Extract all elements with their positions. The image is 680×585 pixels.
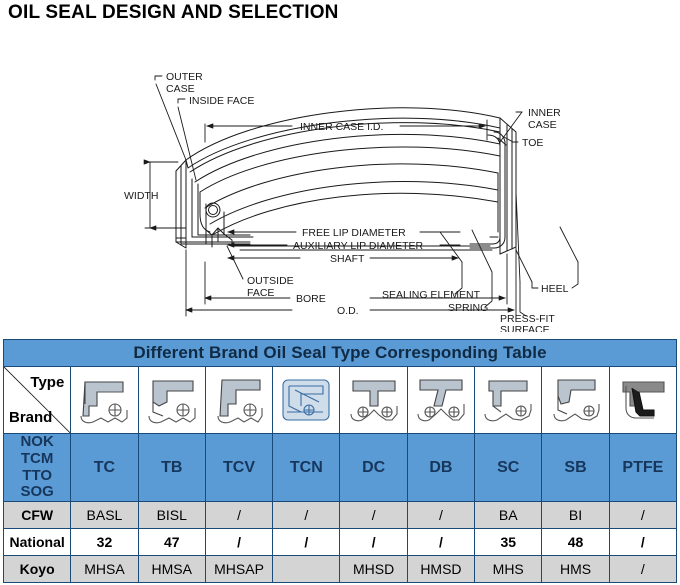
label-width: WIDTH bbox=[124, 190, 158, 202]
brand-header-cell: NOK TCM TTO SOG bbox=[2, 432, 72, 503]
table-row-cfw: CFW BASL BISL / / / / BA BI / bbox=[2, 501, 678, 530]
type-cell-tb: TB bbox=[137, 432, 206, 503]
label-heel: HEEL bbox=[541, 283, 569, 295]
brand-header-line1: NOK bbox=[20, 433, 54, 450]
corner-diagonal-divider bbox=[4, 367, 71, 433]
type-cell-dc: DC bbox=[339, 432, 408, 503]
page-title: OIL SEAL DESIGN AND SELECTION bbox=[8, 2, 339, 23]
seal-icon-cell-ptfe bbox=[608, 366, 678, 434]
cell-national-tcv: / bbox=[204, 528, 274, 557]
seal-icon-tcv bbox=[217, 379, 263, 424]
type-cell-tcn: TCN bbox=[272, 432, 341, 503]
cell-national-tb: 47 bbox=[137, 528, 206, 557]
cell-cfw-sc: BA bbox=[474, 501, 543, 530]
cell-cfw-tc: BASL bbox=[70, 501, 139, 530]
seal-icon-dc bbox=[350, 380, 398, 422]
cell-cfw-sb: BI bbox=[541, 501, 610, 530]
seal-icon-cell-sc bbox=[474, 366, 543, 434]
label-outside-face-line2: FACE bbox=[247, 287, 274, 299]
cell-national-dc: / bbox=[339, 528, 408, 557]
brand-correspondence-table: Different Brand Oil Seal Type Correspond… bbox=[2, 339, 678, 584]
seal-icon-tcn bbox=[282, 379, 330, 421]
cell-national-sc: 35 bbox=[474, 528, 543, 557]
table-type-row: NOK TCM TTO SOG TC TB TCV TCN DC DB SC S… bbox=[2, 432, 678, 503]
label-od: O.D. bbox=[337, 305, 359, 317]
corner-type-label: Type bbox=[30, 374, 65, 391]
cell-koyo-sc: MHS bbox=[474, 555, 543, 584]
brand-correspondence-table-container: Different Brand Oil Seal Type Correspond… bbox=[2, 339, 678, 584]
label-shaft: SHAFT bbox=[330, 253, 365, 265]
seal-icon-db bbox=[417, 379, 465, 422]
cell-koyo-ptfe: / bbox=[608, 555, 678, 584]
seal-icon-ptfe bbox=[622, 381, 665, 419]
label-inside-face: INSIDE FACE bbox=[189, 95, 254, 107]
oil-seal-diagram: OUTER CASE INSIDE FACE INNER CASE I.D. I… bbox=[0, 32, 680, 332]
cell-koyo-tc: MHSA bbox=[70, 555, 139, 584]
label-outer-case-line2: CASE bbox=[166, 83, 195, 95]
table-row-national: National 32 47 / / / / 35 48 / bbox=[2, 528, 678, 557]
label-outside-face-line1: OUTSIDE bbox=[247, 275, 294, 287]
cell-national-sb: 48 bbox=[541, 528, 610, 557]
type-cell-tcv: TCV bbox=[204, 432, 274, 503]
type-cell-sc: SC bbox=[474, 432, 543, 503]
label-inner-case-id: INNER CASE I.D. bbox=[300, 121, 383, 133]
label-outer-case-line1: OUTER bbox=[166, 71, 203, 83]
type-cell-ptfe: PTFE bbox=[608, 432, 678, 503]
seal-icon-cell-sb bbox=[541, 366, 610, 434]
brand-cell-national: National bbox=[2, 528, 72, 557]
seal-icon-cell-tc bbox=[70, 366, 139, 434]
cell-cfw-tcv: / bbox=[204, 501, 274, 530]
label-toe: TOE bbox=[522, 137, 543, 149]
seal-icon-cell-tb bbox=[137, 366, 206, 434]
cell-koyo-tb: HMSA bbox=[137, 555, 206, 584]
cell-cfw-db: / bbox=[406, 501, 476, 530]
seal-icon-sc bbox=[484, 380, 532, 422]
brand-header-line3: SOG bbox=[20, 483, 54, 501]
cell-cfw-dc: / bbox=[339, 501, 408, 530]
cell-koyo-sb: HMS bbox=[541, 555, 610, 584]
label-inner-case-line1: INNER bbox=[528, 107, 561, 119]
table-row-koyo: Koyo MHSA HMSA MHSAP MHSD HMSD MHS HMS / bbox=[2, 555, 678, 584]
corner-brand-label: Brand bbox=[9, 409, 53, 426]
label-spring: SPRING bbox=[448, 302, 488, 314]
cell-cfw-tb: BISL bbox=[137, 501, 206, 530]
cell-national-ptfe: / bbox=[608, 528, 678, 557]
cell-national-tcn: / bbox=[272, 528, 341, 557]
label-auxiliary-lip-diameter: AUXILIARY LIP DIAMETER bbox=[293, 240, 424, 252]
corner-header-cell: Type Brand bbox=[2, 366, 72, 434]
cell-national-db: / bbox=[406, 528, 476, 557]
oil-seal-cross-section-svg: OUTER CASE INSIDE FACE INNER CASE I.D. I… bbox=[124, 71, 579, 332]
type-cell-db: DB bbox=[406, 432, 476, 503]
seal-icon-sb bbox=[552, 379, 600, 422]
cell-cfw-tcn: / bbox=[272, 501, 341, 530]
seal-icon-cell-db bbox=[406, 366, 476, 434]
type-cell-tc: TC bbox=[70, 432, 139, 503]
brand-cell-koyo: Koyo bbox=[2, 555, 72, 584]
type-cell-sb: SB bbox=[541, 432, 610, 503]
seal-icon-tc bbox=[80, 381, 128, 424]
brand-header-line2: TCM TTO bbox=[20, 449, 54, 484]
cell-koyo-tcn bbox=[272, 555, 341, 584]
cell-koyo-db: HMSD bbox=[406, 555, 476, 584]
label-inner-case-line2: CASE bbox=[528, 119, 557, 131]
label-press-fit-line2: SURFACE bbox=[500, 324, 550, 332]
seal-icon-cell-tcv bbox=[204, 366, 274, 434]
label-bore: BORE bbox=[296, 293, 326, 305]
seal-icon-cell-dc bbox=[339, 366, 408, 434]
cell-koyo-tcv: MHSAP bbox=[204, 555, 274, 584]
seal-icon-cell-tcn bbox=[272, 366, 341, 434]
cell-koyo-dc: MHSD bbox=[339, 555, 408, 584]
label-free-lip-diameter: FREE LIP DIAMETER bbox=[302, 227, 406, 239]
table-banner-title: Different Brand Oil Seal Type Correspond… bbox=[3, 339, 677, 367]
label-sealing-element: SEALING ELEMENT bbox=[382, 289, 481, 301]
brand-cell-cfw: CFW bbox=[2, 501, 72, 530]
label-press-fit-line1: PRESS-FIT bbox=[500, 313, 555, 325]
cell-cfw-ptfe: / bbox=[608, 501, 678, 530]
table-banner-row: Different Brand Oil Seal Type Correspond… bbox=[3, 339, 677, 367]
cell-national-tc: 32 bbox=[70, 528, 139, 557]
table-icon-row: Type Brand bbox=[2, 366, 678, 434]
seal-icon-tb bbox=[148, 380, 196, 424]
